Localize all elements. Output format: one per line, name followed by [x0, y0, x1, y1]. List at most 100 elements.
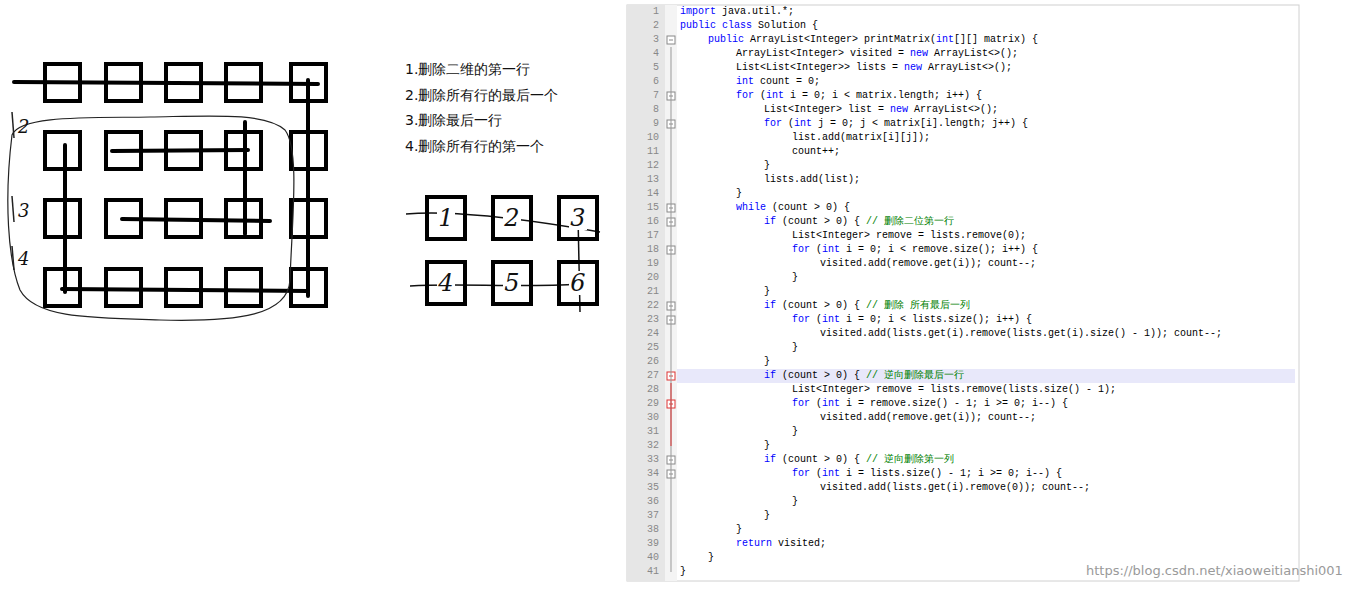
code-token: i = lists.size() - 1; i >= 0; i--) { [840, 468, 1062, 479]
line-number: 29 [633, 397, 659, 411]
code-token: import [680, 6, 716, 17]
code-token: ( [754, 90, 766, 101]
code-token: (count > 0) { [776, 300, 866, 311]
line-number: 19 [633, 257, 659, 271]
line-number: 17 [633, 229, 659, 243]
code-token: (count > 0) { [776, 454, 866, 465]
code-token: if [764, 370, 776, 381]
code-token: List<List<Integer>> lists = [736, 62, 904, 73]
line-number: 40 [633, 551, 659, 565]
code-token: } [708, 552, 714, 563]
line-number: 37 [633, 509, 659, 523]
line-number: 13 [633, 173, 659, 187]
code-token: visited.add(lists.get(i).remove(lists.ge… [820, 328, 1222, 339]
code-token: } [792, 426, 798, 437]
code-token: } [764, 510, 770, 521]
number-box: 4 [425, 260, 467, 306]
cell-number: 2 [503, 206, 520, 230]
line-number: 22 [633, 299, 659, 313]
code-line: } [764, 285, 770, 299]
number-box: 1 [425, 195, 467, 241]
line-number: 41 [633, 565, 659, 579]
code-token: (count > 0) { [776, 216, 866, 227]
line-number: 2 [633, 19, 659, 33]
code-token: int [766, 90, 784, 101]
code-line: int count = 0; [736, 75, 820, 89]
hand-marks [12, 112, 14, 270]
code-line: public ArrayList<Integer> printMatrix(in… [708, 33, 1038, 47]
code-comment: // 逆向删除最后一行 [866, 370, 964, 381]
code-token: visited.add(remove.get(i)); count--; [820, 412, 1036, 423]
code-token: ArrayList<>(); [928, 48, 1018, 59]
code-token [716, 20, 722, 31]
line-number: 32 [633, 439, 659, 453]
line-number: 39 [633, 537, 659, 551]
code-token: int [822, 398, 840, 409]
code-token: int [822, 468, 840, 479]
code-line: } [764, 159, 770, 173]
code-token: Solution { [752, 20, 818, 31]
code-token: ArrayList<>(); [922, 62, 1012, 73]
number-box: 3 [557, 195, 599, 241]
code-token: ArrayList<Integer> visited = [736, 48, 910, 59]
code-comment: // 逆向删除第一列 [866, 454, 954, 465]
code-line: for (int i = lists.size() - 1; i >= 0; i… [792, 467, 1062, 481]
code-line: } [736, 523, 742, 537]
code-token: List<Integer> remove = lists.remove(list… [792, 384, 1116, 395]
code-line: return visited; [736, 537, 826, 551]
code-line: visited.add(remove.get(i)); count--; [820, 411, 1036, 425]
code-line: List<Integer> remove = lists.remove(list… [792, 383, 1116, 397]
code-token: ArrayList<>(); [908, 104, 998, 115]
code-line: while (count > 0) { [736, 201, 850, 215]
line-number: 15 [633, 201, 659, 215]
step-text: 1.删除二维的第一行 [405, 61, 530, 79]
code-token: i = remove.size() - 1; i >= 0; i--) { [840, 398, 1068, 409]
code-token: new [890, 104, 908, 115]
code-token: j = 0; j < matrix[i].length; j++) { [812, 118, 1028, 129]
line-number: 6 [633, 75, 659, 89]
line-number: 36 [633, 495, 659, 509]
line-number: 20 [633, 271, 659, 285]
code-token: ( [810, 468, 822, 479]
code-line: } [764, 509, 770, 523]
code-line: for (int i = 0; i < remove.size(); i++) … [792, 243, 1038, 257]
code-line: visited.add(lists.get(i).remove(lists.ge… [820, 327, 1222, 341]
code-token: List<Integer> list = [764, 104, 890, 115]
code-token: int [822, 244, 840, 255]
line-number: 18 [633, 243, 659, 257]
code-token: list.add(matrix[i][j]); [792, 132, 930, 143]
code-line: } [736, 187, 742, 201]
code-line: List<Integer> remove = lists.remove(0); [792, 229, 1026, 243]
matrix-cell [166, 269, 201, 306]
code-line: List<List<Integer>> lists = new ArrayLis… [736, 61, 1012, 75]
fold-minus [669, 40, 673, 41]
code-token: new [904, 62, 922, 73]
code-token: lists.add(list); [764, 174, 860, 185]
hand-mark: 2 [18, 116, 29, 137]
line-number: 23 [633, 313, 659, 327]
code-token: ( [810, 398, 822, 409]
code-line: count++; [792, 145, 840, 159]
code-token: (count > 0) { [776, 370, 866, 381]
code-token: for [792, 314, 810, 325]
fold-guide [671, 47, 672, 572]
line-number: 11 [633, 145, 659, 159]
code-token: i = 0; i < matrix.length; i++) { [784, 90, 982, 101]
matrix-cell [226, 269, 261, 306]
code-token: visited; [772, 538, 826, 549]
number-box: 5 [491, 260, 533, 306]
code-line: for (int i = remove.size() - 1; i >= 0; … [792, 397, 1068, 411]
code-line: if (count > 0) { // 逆向删除最后一行 [764, 369, 964, 383]
line-number: 5 [633, 61, 659, 75]
code-token: } [764, 286, 770, 297]
code-token: List<Integer> remove = lists.remove(0); [792, 230, 1026, 241]
code-token: ( [810, 244, 822, 255]
code-token: } [792, 342, 798, 353]
code-token: [][] matrix) { [954, 34, 1038, 45]
spiral-path [14, 80, 318, 296]
code-token: ( [782, 118, 794, 129]
code-comment: // 删除 所有最后一列 [866, 300, 970, 311]
code-token: } [792, 272, 798, 283]
code-line: for (int i = 0; i < matrix.length; i++) … [736, 89, 982, 103]
code-token: for [792, 468, 810, 479]
